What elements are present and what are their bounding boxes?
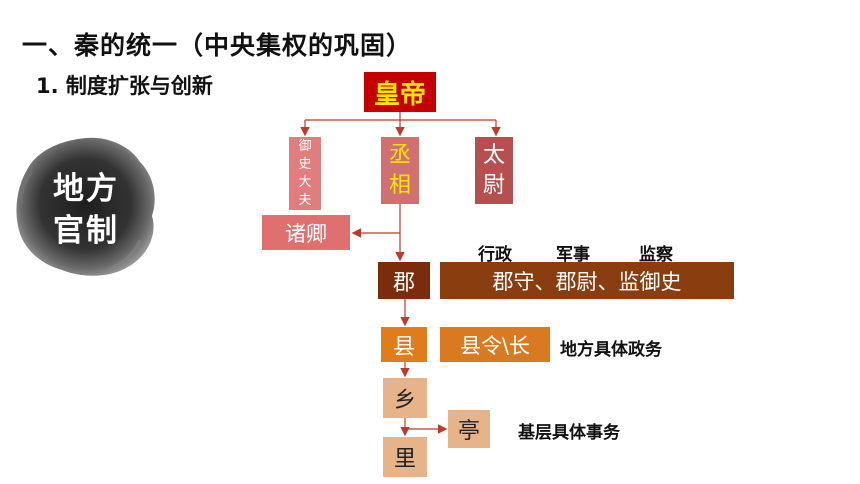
chengxiang-char-2: 相	[388, 172, 411, 198]
ink-blot-badge	[16, 137, 155, 276]
xian-official-node: 县令\长	[440, 327, 550, 362]
ting-node: 亭	[448, 410, 490, 448]
badge-line-2: 官制	[53, 213, 119, 249]
taiwei-char-1: 太	[482, 142, 505, 168]
section-subtitle: 1. 制度扩张与创新	[36, 74, 213, 98]
jun-node: 郡	[378, 262, 430, 299]
note-grassroots-affairs: 基层具体事务	[518, 423, 620, 443]
label-supervision: 监察	[639, 245, 673, 265]
jun-officials-node: 郡守、郡尉、监御史	[440, 262, 734, 299]
zhuqing-node: 诸卿	[262, 215, 350, 250]
yushi-char-4: 夫	[298, 192, 312, 208]
page-title: 一、秦的统一（中央集权的巩固）	[22, 31, 413, 60]
taiwei-node: 太 尉	[475, 137, 513, 204]
chengxiang-char-1: 丞	[388, 142, 411, 168]
yushi-char-2: 史	[298, 156, 312, 172]
xian-node: 县	[381, 327, 427, 362]
chengxiang-node: 丞 相	[381, 137, 419, 204]
note-county-affairs: 地方具体政务	[560, 340, 662, 360]
label-admin: 行政	[478, 245, 512, 265]
li-node: 里	[383, 437, 427, 477]
label-military: 军事	[556, 245, 590, 265]
yushi-char-3: 大	[298, 174, 312, 190]
badge-text: 地方 官制	[46, 168, 126, 252]
xiang-node: 乡	[383, 378, 427, 418]
taiwei-char-2: 尉	[482, 172, 505, 198]
yushi-char-1: 御	[298, 138, 312, 154]
yushi-dafu-node: 御 史 大 夫	[289, 137, 321, 210]
badge-line-1: 地方	[53, 171, 119, 207]
emperor-node: 皇帝	[364, 72, 436, 112]
